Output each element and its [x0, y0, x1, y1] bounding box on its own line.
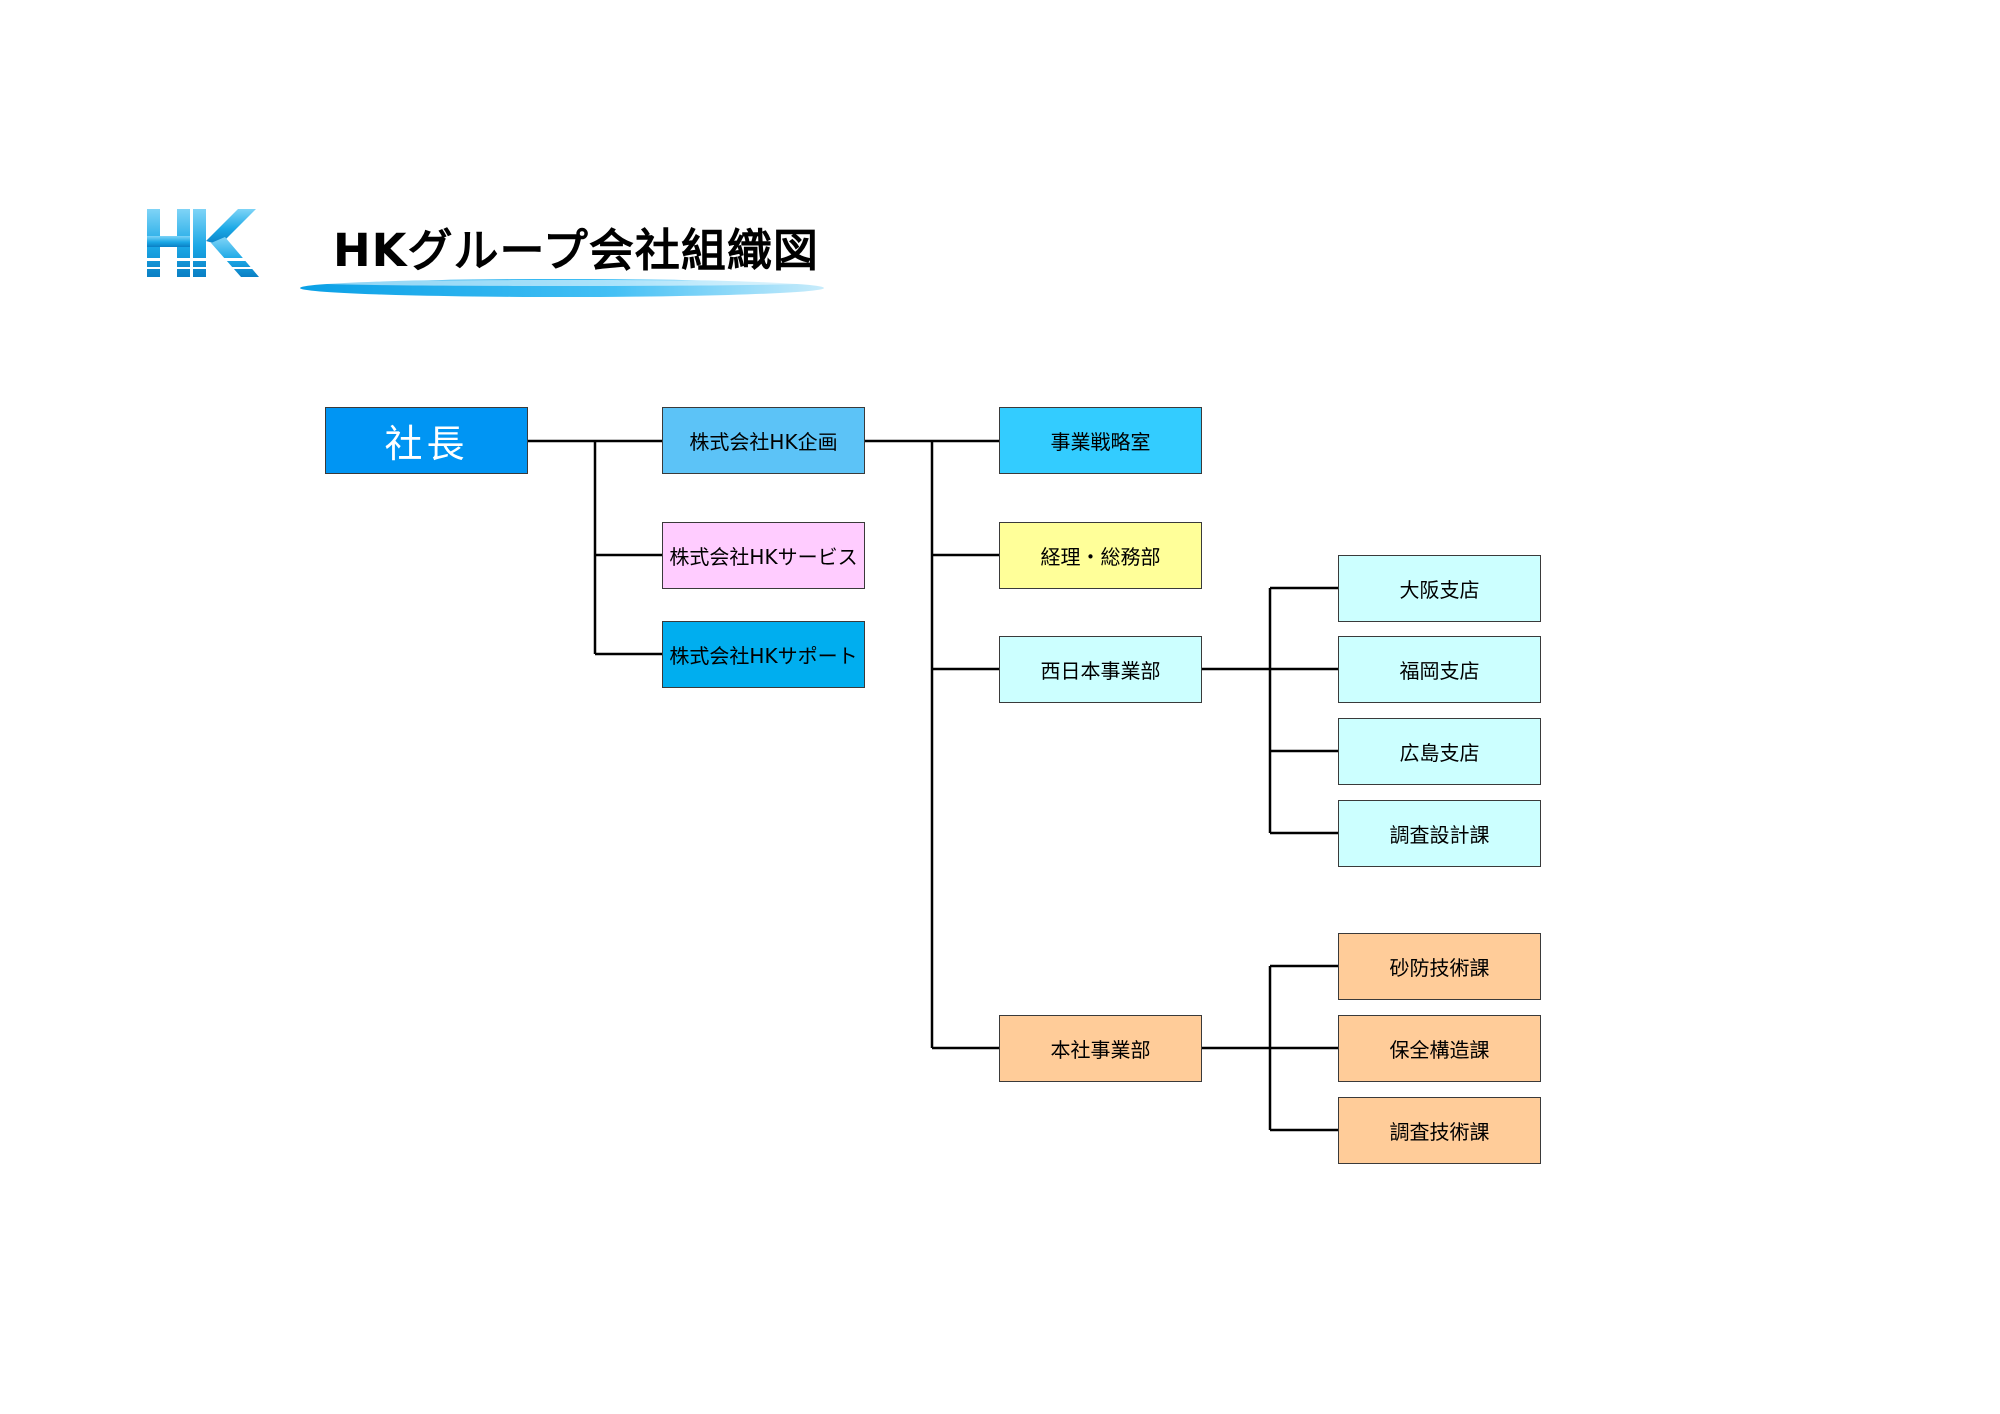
hk-logo — [143, 209, 263, 277]
org-node-maintenance-structure-section: 保全構造課 — [1338, 1015, 1541, 1082]
org-node-accounting-general-affairs: 経理・総務部 — [999, 522, 1202, 589]
org-node-head-office-division: 本社事業部 — [999, 1015, 1202, 1082]
page-title: HKグループ会社組織図 — [333, 224, 819, 277]
org-node-label: 株式会社HKサービス — [669, 545, 858, 569]
org-node-label: 砂防技術課 — [1389, 956, 1490, 980]
org-node-label: 調査設計課 — [1389, 823, 1490, 847]
org-node-fukuoka-branch: 福岡支店 — [1338, 636, 1541, 703]
org-node-label: 西日本事業部 — [1040, 659, 1161, 683]
org-node-label: 株式会社HK企画 — [689, 430, 838, 454]
org-node-osaka-branch: 大阪支店 — [1338, 555, 1541, 622]
org-node-survey-design-section: 調査設計課 — [1338, 800, 1541, 867]
org-node-ceo: 社長 — [325, 407, 528, 474]
org-node-label: 事業戦略室 — [1050, 430, 1151, 454]
title-underline — [300, 279, 824, 297]
org-node-survey-technology-section: 調査技術課 — [1338, 1097, 1541, 1164]
org-node-hk-support: 株式会社HKサポート — [662, 621, 865, 688]
org-node-west-japan-division: 西日本事業部 — [999, 636, 1202, 703]
org-node-label: 保全構造課 — [1389, 1038, 1490, 1062]
org-node-hk-service: 株式会社HKサービス — [662, 522, 865, 589]
org-node-label: 調査技術課 — [1389, 1120, 1490, 1144]
org-node-business-strategy: 事業戦略室 — [999, 407, 1202, 474]
org-node-label: 本社事業部 — [1050, 1038, 1151, 1062]
org-node-label: 広島支店 — [1399, 741, 1480, 765]
org-node-hiroshima-branch: 広島支店 — [1338, 718, 1541, 785]
org-node-label: 経理・総務部 — [1040, 545, 1161, 569]
org-node-label: 大阪支店 — [1399, 578, 1480, 602]
org-node-label: 福岡支店 — [1399, 659, 1480, 683]
org-node-sabo-technology-section: 砂防技術課 — [1338, 933, 1541, 1000]
org-node-label: 株式会社HKサポート — [669, 644, 858, 668]
org-node-hk-kikaku: 株式会社HK企画 — [662, 407, 865, 474]
org-node-label: 社長 — [384, 422, 469, 466]
